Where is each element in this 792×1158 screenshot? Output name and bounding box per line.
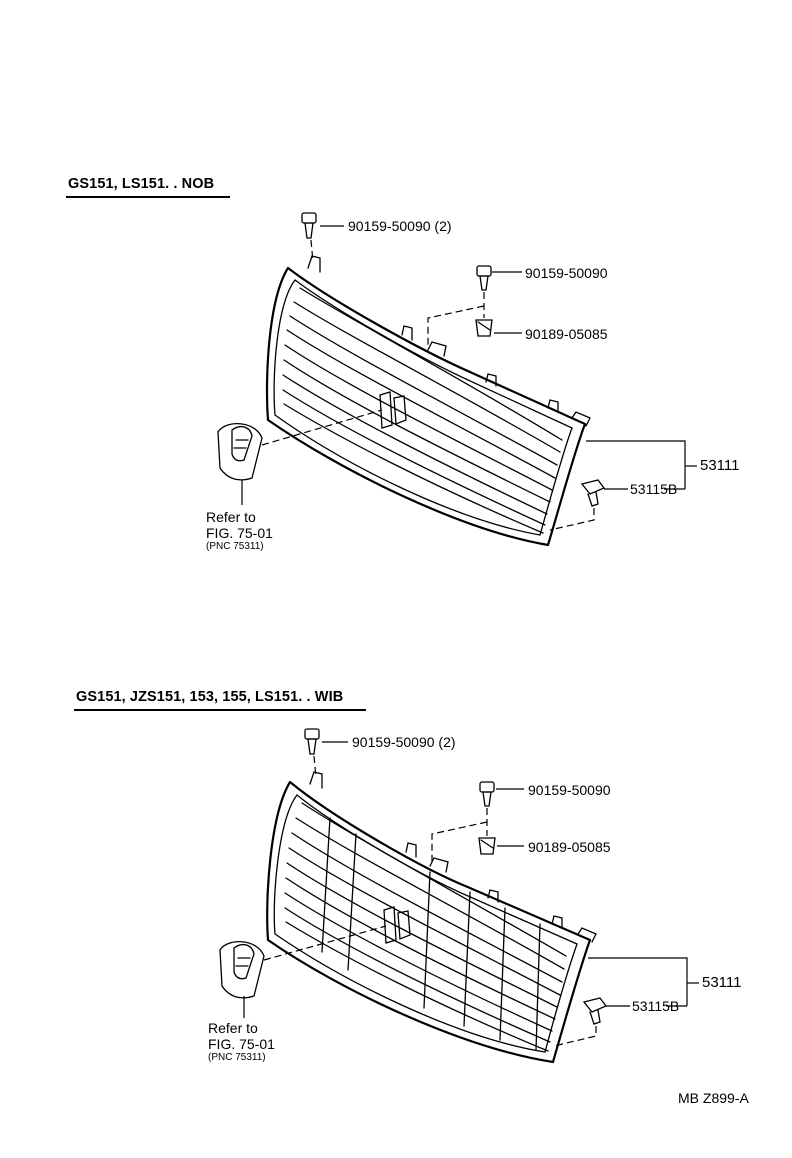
screw-top-dash [310, 239, 314, 263]
grille-slats [284, 802, 567, 1052]
clip-icon [475, 319, 493, 337]
label-retainer: 53115B [630, 481, 678, 497]
section-header: GS151, LS151. . NOB [68, 176, 215, 192]
retainer-icon [580, 479, 606, 507]
retainer-dash [549, 508, 595, 531]
refer-line3: (PNC 75311) [206, 541, 264, 552]
label-screw-top: 90159-50090 (2) [348, 218, 452, 234]
grille-slats [282, 287, 563, 534]
retainer-icon [582, 997, 608, 1025]
screw-right-icon [479, 781, 495, 807]
label-grille: 53111 [700, 457, 740, 474]
emblem-dash [261, 409, 383, 446]
refer-line3: (PNC 75311) [208, 1052, 266, 1063]
screw-right-icon [476, 265, 492, 291]
emblem-dash [263, 925, 387, 961]
screw-top-dash [313, 755, 317, 779]
refer-line1: Refer to [208, 1020, 258, 1036]
label-grille: 53111 [702, 974, 742, 991]
label-retainer: 53115B [632, 998, 680, 1014]
screw-top-icon [304, 728, 320, 755]
grille-top-tabs [307, 255, 591, 427]
emblem-mount [383, 906, 411, 944]
clip-grille-dash [427, 305, 485, 345]
header-underline [66, 196, 230, 198]
label-screw-top: 90159-50090 (2) [352, 734, 456, 750]
header-underline [74, 709, 366, 711]
retainer-dash [553, 1026, 597, 1047]
grille-frame [266, 780, 592, 1064]
refer-line2: FIG. 75-01 [208, 1036, 275, 1052]
refer-line2: FIG. 75-01 [206, 525, 273, 541]
refer-line1: Refer to [206, 509, 256, 525]
leader-lines [320, 225, 697, 490]
grille-inner-frame [273, 794, 578, 1053]
section-header: GS151, JZS151, 153, 155, LS151. . WIB [76, 689, 344, 705]
emblem-part-icon [217, 423, 263, 481]
emblem-part-icon [219, 941, 265, 999]
label-clip: 90189-05085 [528, 839, 611, 855]
label-screw-right: 90159-50090 [525, 265, 608, 281]
clip-grille-dash [431, 821, 488, 862]
grille-inner-frame [273, 279, 573, 536]
clip-icon [478, 837, 496, 855]
label-clip: 90189-05085 [525, 326, 608, 342]
label-screw-right: 90159-50090 [528, 782, 611, 798]
grille-frame [265, 266, 587, 547]
grille-ribs [321, 817, 541, 1051]
screw-top-icon [301, 212, 317, 239]
grille-top-tabs [309, 771, 597, 943]
emblem-mount [379, 391, 407, 429]
footer-code: MB Z899-A [678, 1090, 749, 1106]
leader-lines [322, 741, 699, 1007]
